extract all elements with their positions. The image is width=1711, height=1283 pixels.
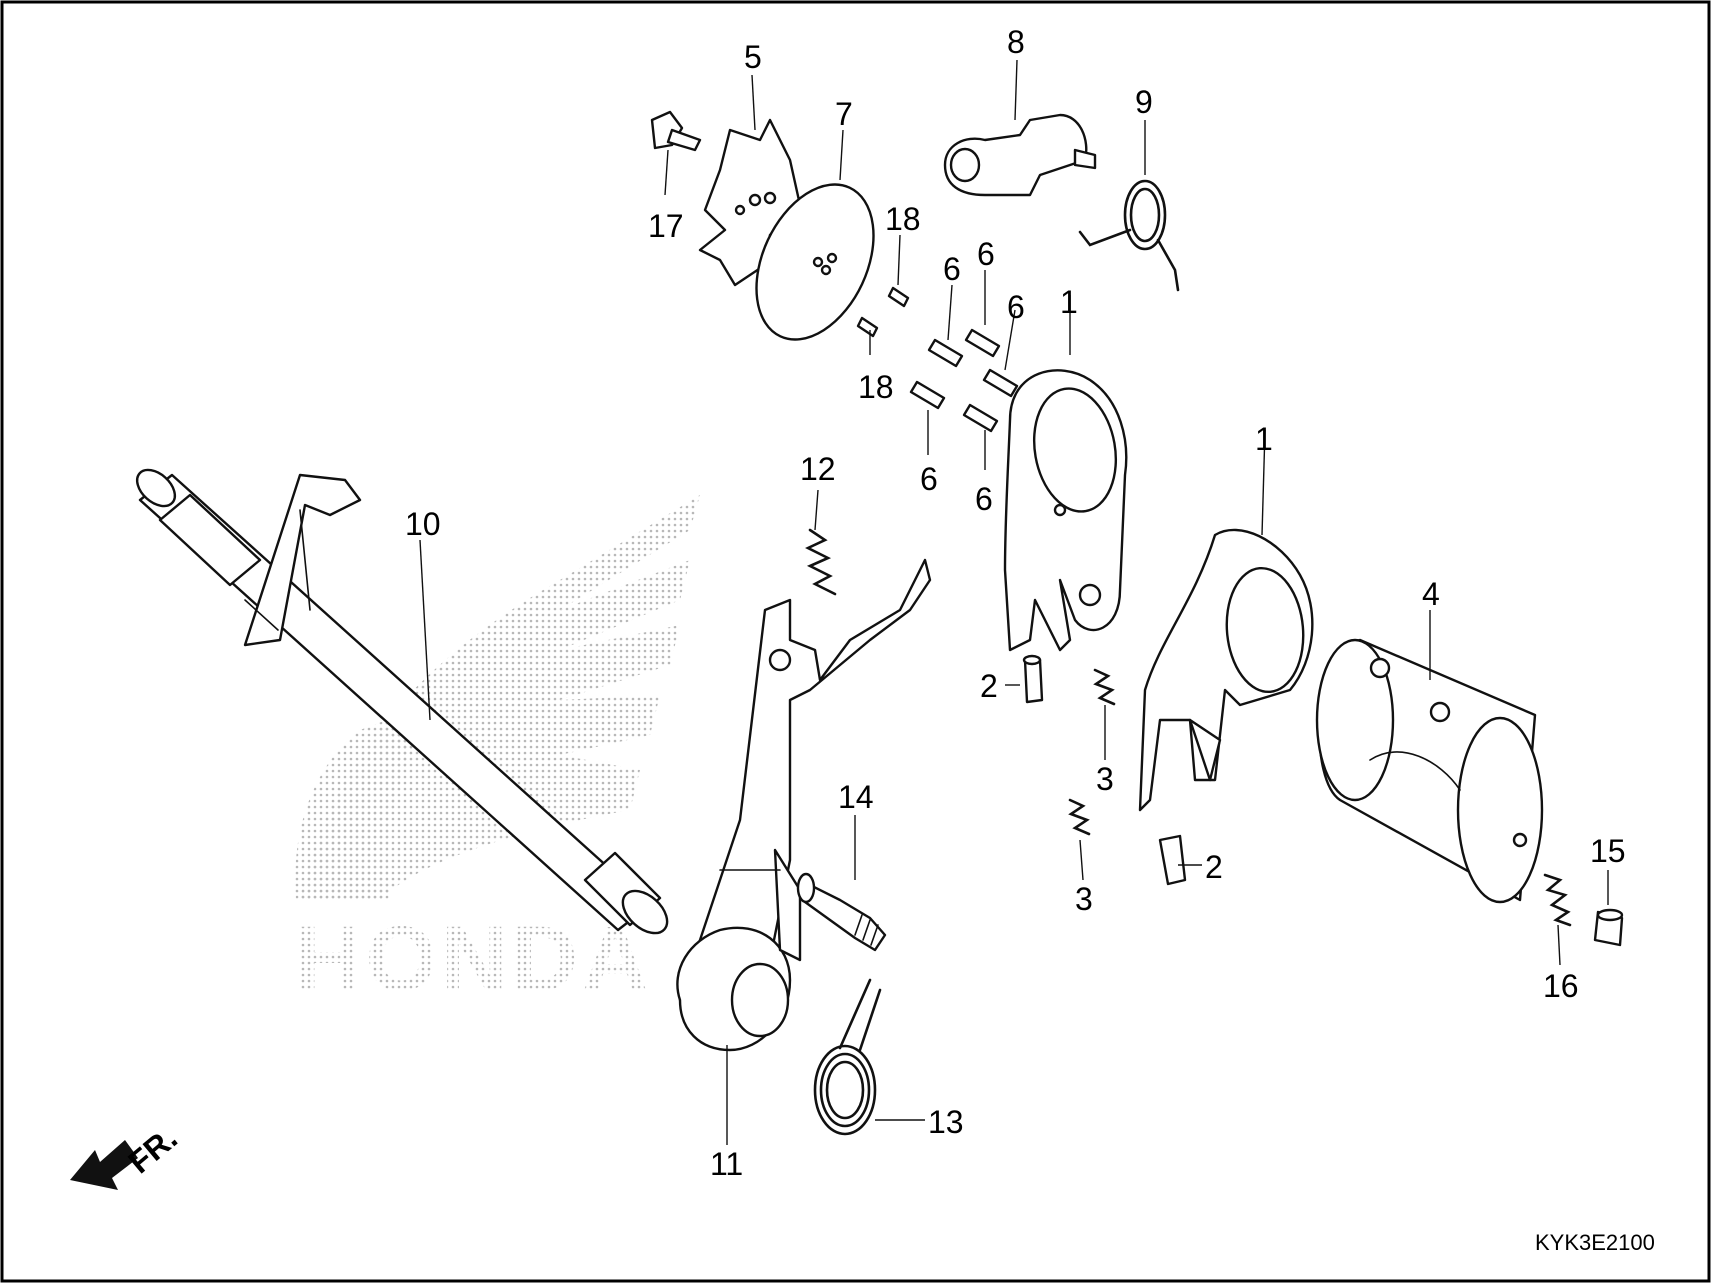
callout-1-lower: 1: [1255, 421, 1273, 457]
callout-2-lower: 2: [1205, 849, 1223, 885]
part-11-gearshift-arm: [676, 558, 932, 1052]
callout-18-lower: 18: [858, 369, 894, 405]
part-10-gearshift-spindle: [135, 468, 669, 935]
honda-wing-watermark: HONDA: [295, 495, 700, 1010]
part-9-stopper-spring: [1078, 179, 1180, 292]
callout-1-upper: 1: [1060, 284, 1078, 320]
callout-2-upper: 2: [980, 668, 998, 704]
callout-13: 13: [928, 1104, 964, 1140]
callout-17: 17: [648, 208, 684, 244]
part-14-stud-pin: [796, 872, 887, 952]
callout-6-e: 6: [975, 481, 993, 517]
part-8-stopper-arm: [943, 113, 1097, 197]
leader-lines: [419, 59, 1609, 1145]
callout-11: 11: [710, 1146, 743, 1182]
callout-6-a: 6: [943, 251, 961, 287]
callout-14: 14: [838, 779, 874, 815]
callout-7: 7: [835, 96, 853, 132]
part-2-pins: [1022, 654, 1187, 886]
part-6-dowel-pins: [909, 328, 1019, 433]
callout-8: 8: [1007, 24, 1025, 60]
callout-5: 5: [744, 39, 762, 75]
callout-9: 9: [1135, 84, 1153, 120]
direction-label: FR.: [121, 1120, 184, 1181]
part-1-shift-fork-upper: [1003, 369, 1128, 652]
part-1-shift-fork-lower: [1138, 528, 1314, 812]
callout-4: 4: [1422, 576, 1440, 612]
part-7-plate: [755, 183, 875, 341]
callout-3-upper: 3: [1096, 761, 1114, 797]
callouts: 5 7 8 9 17 18 18 6 6 6 6 6 1 1 4 12 10 2…: [405, 24, 1626, 1182]
part-18-pins: [856, 286, 910, 338]
part-16-spring: [1543, 873, 1572, 927]
part-17-bolt: [650, 110, 702, 152]
callout-12: 12: [800, 451, 836, 487]
part-4-shift-drum: [1315, 638, 1544, 904]
drawing-code: KYK3E2100: [1535, 1230, 1655, 1255]
part-13-return-spring: [813, 978, 882, 1136]
callout-6-d: 6: [920, 461, 938, 497]
part-12-spring: [805, 528, 837, 596]
callout-18-upper: 18: [885, 201, 921, 237]
callout-16: 16: [1543, 968, 1579, 1004]
callout-6-b: 6: [977, 236, 995, 272]
callout-3-lower: 3: [1075, 881, 1093, 917]
part-5-stopper-plate: [698, 118, 802, 287]
callout-6-c: 6: [1007, 289, 1025, 325]
part-15-cap: [1593, 908, 1624, 947]
callout-10: 10: [405, 506, 441, 542]
front-direction-arrow-icon: FR.: [70, 1120, 184, 1190]
part-3-springs: [1068, 668, 1116, 836]
callout-15: 15: [1590, 833, 1626, 869]
watermark-text: HONDA: [295, 908, 652, 1010]
